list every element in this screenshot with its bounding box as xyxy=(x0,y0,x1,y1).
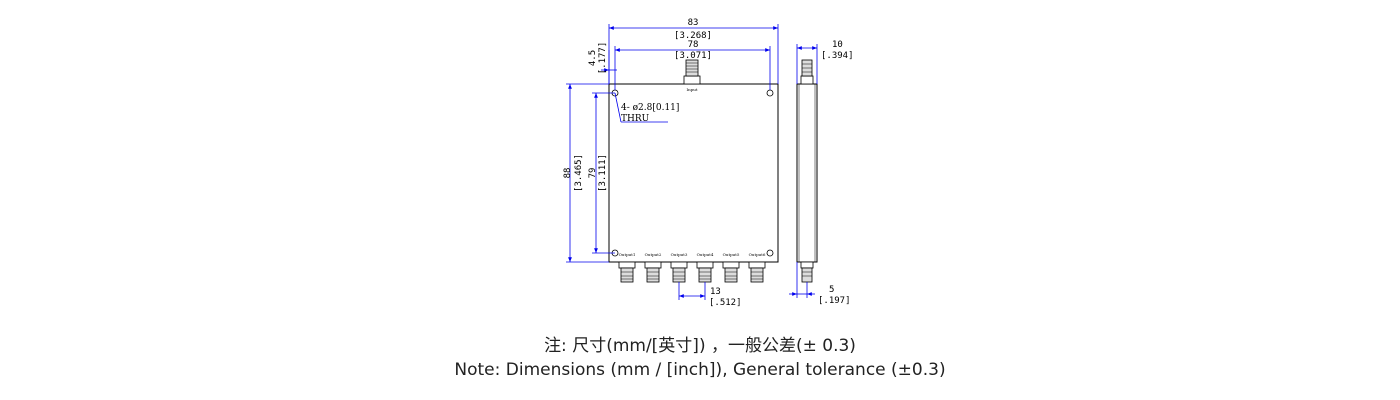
output-label-6: Output6 xyxy=(749,252,766,257)
dim-connector-offset-mm: 5 xyxy=(829,285,834,295)
output-label-4: Output4 xyxy=(697,252,714,257)
dim-depth-inch: [.394] xyxy=(821,51,854,61)
hole-note-line1: 4- ø2.8[0.11] xyxy=(621,103,679,113)
technical-drawing: Input Output1 Output2 Output3 Output4 Ou… xyxy=(563,18,854,308)
dim-connector-offset xyxy=(789,262,815,298)
dim-height-total xyxy=(566,83,609,263)
caption-chinese: 注: 尺寸(mm/[英寸]) ，一般公差(± 0.3) xyxy=(544,336,856,356)
dim-width-total-inch: [3.268] xyxy=(674,31,712,41)
dim-hole-spacing-y-inch: [3.111] xyxy=(598,154,608,192)
dim-top-margin-inch: [.177] xyxy=(598,42,608,75)
hole-callout-leader xyxy=(614,92,668,123)
side-output-connector xyxy=(800,261,814,283)
splitter-body xyxy=(608,83,779,263)
dim-connector-pitch xyxy=(678,282,706,300)
side-input-connector xyxy=(800,59,814,85)
output-label-1: Output1 xyxy=(619,252,636,257)
input-label: Input xyxy=(687,87,698,92)
output-connector-6 xyxy=(748,261,766,283)
dim-height-total-inch: [3.465] xyxy=(574,154,584,192)
output-label-5: Output5 xyxy=(723,252,740,257)
output-label-3: Output3 xyxy=(671,252,688,257)
dim-width-total-mm: 83 xyxy=(688,18,699,28)
dim-top-margin-mm: 4.5 xyxy=(588,50,598,66)
dim-hole-spacing-y-mm: 79 xyxy=(588,168,598,179)
mounting-hole-bottom-right xyxy=(766,249,774,257)
dim-hole-spacing-x xyxy=(614,46,771,90)
dim-connector-pitch-inch: [.512] xyxy=(709,298,742,308)
dim-height-total-mm: 88 xyxy=(563,168,573,179)
output-connector-1 xyxy=(618,261,636,283)
input-connector xyxy=(683,59,701,85)
output-connector-3 xyxy=(670,261,688,283)
dim-hole-spacing-x-mm: 78 xyxy=(688,40,699,50)
dim-hole-spacing-y xyxy=(592,92,615,254)
dim-connector-offset-inch: [.197] xyxy=(818,296,851,306)
output-label-2: Output2 xyxy=(645,252,662,257)
dim-hole-spacing-x-inch: [3.071] xyxy=(674,51,712,61)
dim-depth xyxy=(796,44,818,84)
side-view-body xyxy=(796,83,818,263)
output-connector-2 xyxy=(644,261,662,283)
dim-connector-pitch-mm: 13 xyxy=(710,287,721,297)
output-connector-4 xyxy=(696,261,714,283)
output-connector-5 xyxy=(722,261,740,283)
caption-english: Note: Dimensions (mm / [inch]), General … xyxy=(454,360,946,380)
hole-note-line2: THRU xyxy=(621,114,650,124)
dim-top-margin xyxy=(601,50,617,84)
dim-depth-mm: 10 xyxy=(832,40,843,50)
